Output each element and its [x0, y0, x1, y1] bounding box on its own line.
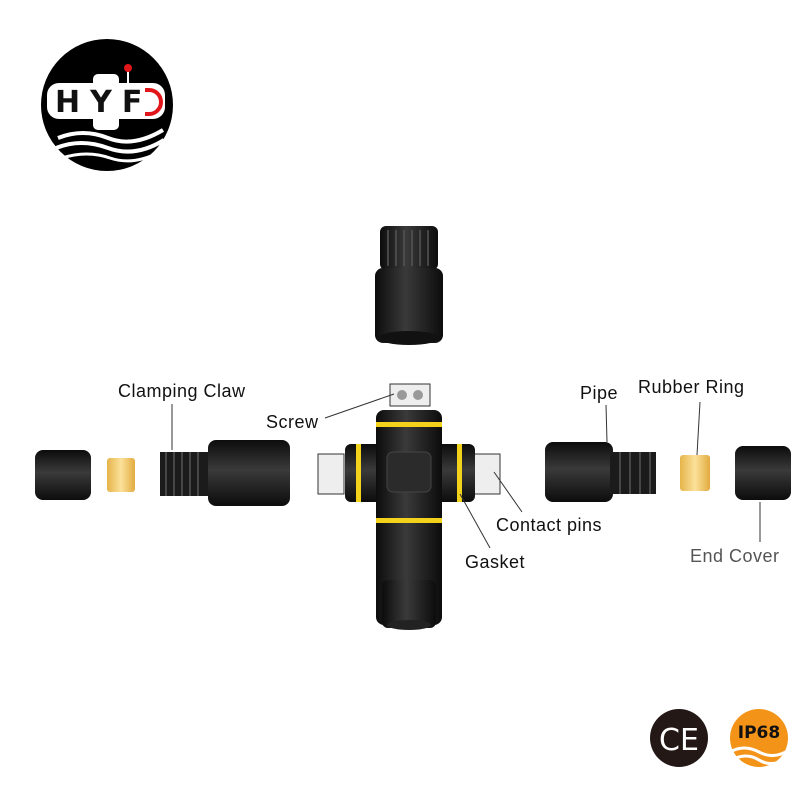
label-contact-pins: Contact pins	[496, 515, 602, 535]
label-end-cover: End Cover	[690, 546, 780, 566]
right-pipe	[545, 442, 656, 502]
ip68-text: IP68	[738, 723, 780, 743]
screw-icon	[397, 390, 407, 400]
svg-text:HYF: HYF	[55, 85, 152, 120]
left-clamping-claw-pipe	[160, 440, 290, 506]
top-cap	[375, 226, 443, 345]
left-end-cover	[35, 450, 91, 500]
label-clamping-claw: Clamping Claw	[118, 381, 246, 401]
label-pipe: Pipe	[580, 383, 618, 403]
ip68-badge: IP68	[729, 709, 790, 767]
label-gasket: Gasket	[465, 552, 525, 572]
center-body	[317, 383, 501, 630]
hyfd-logo: HYF	[41, 39, 173, 171]
left-rubber-ring	[107, 458, 135, 492]
right-rubber-ring	[680, 455, 710, 491]
ce-mark: CE	[659, 723, 699, 758]
ce-badge: CE	[650, 709, 708, 767]
label-screw: Screw	[266, 412, 319, 432]
right-end-cover	[735, 446, 791, 500]
callout-lines	[171, 393, 761, 549]
label-rubber-ring: Rubber Ring	[638, 377, 745, 397]
